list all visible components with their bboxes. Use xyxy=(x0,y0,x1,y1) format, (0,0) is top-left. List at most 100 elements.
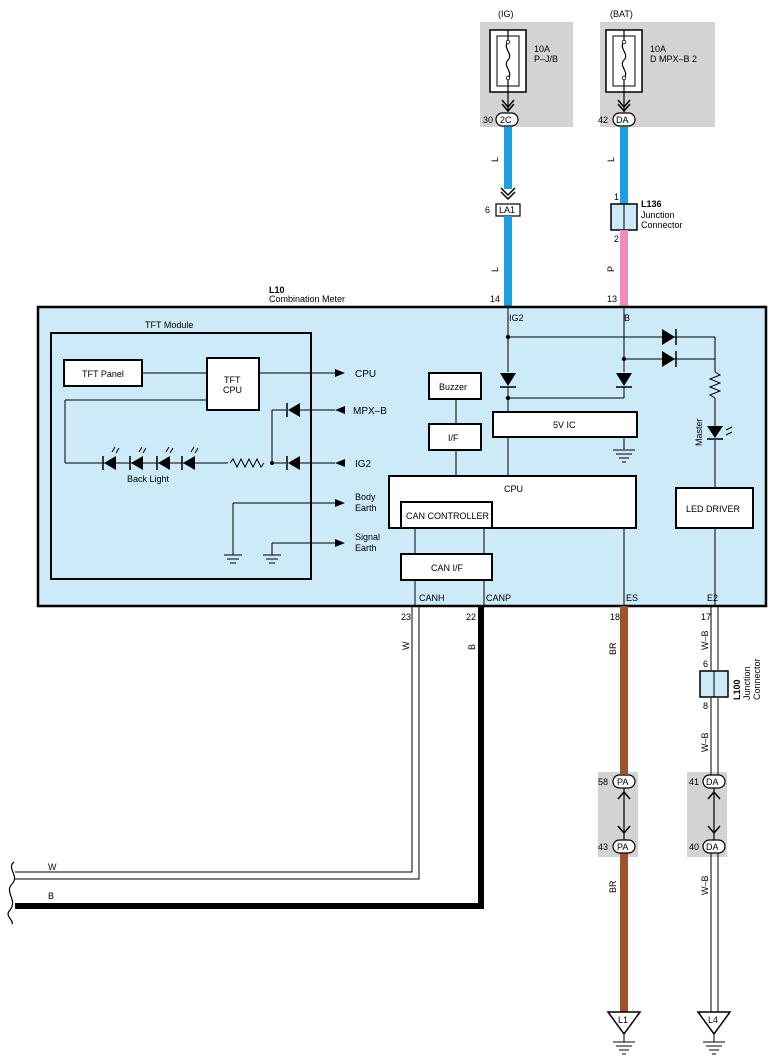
if-box xyxy=(428,423,482,451)
terminal-ig2: IG2 xyxy=(509,313,524,323)
wire-es-upper xyxy=(620,606,628,774)
out-ig2-label: IG2 xyxy=(355,459,372,470)
connector-l136-name-1: Junction xyxy=(641,210,675,220)
tft-cpu-box xyxy=(206,357,260,411)
meter-pin-es: 18 xyxy=(610,612,620,622)
arrow-left-icon xyxy=(335,459,345,467)
wire-es-color-2: BR xyxy=(608,880,618,893)
connector-da-bottom-label: DA xyxy=(706,842,719,852)
cpu-label: CPU xyxy=(504,484,523,494)
connector-pa-top-label: PA xyxy=(617,777,628,787)
tft-module-box xyxy=(50,332,312,580)
connector-da-top-label: DA xyxy=(706,777,719,787)
connector-da-bat xyxy=(612,112,636,127)
wire-ig-color-1: L xyxy=(490,157,500,162)
connector-la1-label: LA1 xyxy=(499,205,515,215)
connector-pa-bottom-label: PA xyxy=(617,842,628,852)
wire-canp xyxy=(15,606,484,909)
fuse-ig-name: P–J/B xyxy=(534,54,558,64)
diode-ig2-internal-icon xyxy=(500,373,516,386)
wire-break-icon xyxy=(7,861,16,925)
arrow-down-icon xyxy=(501,103,515,113)
diode-upper-icon xyxy=(662,329,675,345)
diode-lower-icon xyxy=(662,351,675,367)
wire-bat-color-1: L xyxy=(606,157,616,162)
ground-icon xyxy=(613,449,635,463)
tft-module: TFT Module TFT Panel TFT CPU CPU xyxy=(50,320,387,580)
can-if-label: CAN I/F xyxy=(431,563,464,573)
connector-2c xyxy=(495,112,519,127)
meter-pin-canh: 23 xyxy=(401,612,411,622)
connector-pa-bottom-pin: 43 xyxy=(598,842,608,852)
master-label: Master xyxy=(694,418,704,446)
signal-earth-label-2: Earth xyxy=(355,543,377,553)
connector-l100-id: L100 xyxy=(732,679,742,700)
arrow-right-icon xyxy=(335,539,345,547)
connector-da-bat-label: DA xyxy=(616,115,629,125)
fuse-ig-rating: 10A xyxy=(534,44,550,54)
wire-e2-color-2: W–B xyxy=(700,732,710,752)
wire-e2-color-3: W–B xyxy=(700,875,710,895)
ground-icon xyxy=(224,554,242,564)
master-led-icon xyxy=(707,426,723,438)
meter-pin-b: 13 xyxy=(607,294,617,304)
arrow-down-icon xyxy=(617,825,631,835)
wire-canh xyxy=(15,606,420,880)
led-driver-label: LED DRIVER xyxy=(686,504,741,514)
led-driver-box xyxy=(675,487,754,529)
connector-2c-pin: 30 xyxy=(483,115,493,125)
diode-ig2-icon xyxy=(288,456,300,470)
ground-icon xyxy=(263,554,281,564)
ground-icon xyxy=(703,1041,725,1055)
terminal-canh: CANH xyxy=(419,593,445,603)
tft-module-label: TFT Module xyxy=(145,320,193,330)
connector-da-bat-pin: 42 xyxy=(598,115,608,125)
wire-bat: 1 2 L136 Junction Connector L P 13 xyxy=(606,127,683,307)
buzzer-label: Buzzer xyxy=(439,382,467,392)
terminal-b: B xyxy=(624,313,630,323)
connector-l100-pin-bottom: 8 xyxy=(703,701,708,711)
connector-l136-pin-bottom: 2 xyxy=(614,234,619,244)
meter-name: Combination Meter xyxy=(269,294,345,304)
connector-la1-pin: 6 xyxy=(485,205,490,215)
connector-l136-name-2: Connector xyxy=(641,220,683,230)
arrow-up-icon xyxy=(617,790,631,800)
meter-pin-canp: 22 xyxy=(466,612,476,622)
meter-id: L10 xyxy=(269,285,285,295)
out-cpu-label: CPU xyxy=(355,369,376,380)
connector-l100-name-2: Connector xyxy=(752,658,762,700)
buzzer-box xyxy=(428,372,482,400)
body-earth-label-1: Body xyxy=(355,492,376,502)
backlight-led-icon xyxy=(181,446,199,470)
connector-da-bottom xyxy=(702,839,726,854)
meter-pin-ig2: 14 xyxy=(490,294,500,304)
connector-da-bottom-pin: 40 xyxy=(689,842,699,852)
wire-ig-color-2: L xyxy=(490,267,500,272)
connector-da-top-pin: 41 xyxy=(689,777,699,787)
fuse-bat-rating: 10A xyxy=(650,44,666,54)
signal-earth-label-1: Signal xyxy=(355,532,380,542)
out-mpxb-label: MPX–B xyxy=(353,406,387,417)
wire-canp-color: B xyxy=(467,644,477,650)
resistor-master-icon xyxy=(708,371,722,399)
connector-pa-bottom xyxy=(612,839,636,854)
backlight-led-icon xyxy=(156,446,174,470)
backlight-led-icon xyxy=(102,446,120,470)
fuse-bat-element-icon xyxy=(621,30,627,92)
arrow-down-icon xyxy=(617,103,631,113)
fuse-ig-element-icon xyxy=(505,30,511,92)
tft-panel-label: TFT Panel xyxy=(82,369,124,379)
fuse-ig: (IG) 10A P–J/B 2C 30 xyxy=(480,9,573,127)
terminal-e2: E2 xyxy=(707,593,718,603)
ground-l1-label: L1 xyxy=(618,1015,628,1025)
can-controller-label: CAN CONTROLLER xyxy=(406,511,490,521)
ground-l4-label: L4 xyxy=(708,1015,718,1025)
tft-cpu-label-1: TFT xyxy=(224,375,241,385)
back-light-label: Back Light xyxy=(127,474,170,484)
fuse-ig-source: (IG) xyxy=(498,9,514,19)
if-label: I/F xyxy=(448,433,459,443)
wire-e2-color-1: W–B xyxy=(700,630,710,650)
bus-b-label: B xyxy=(48,891,54,901)
fuse-bat: (BAT) 10A D MPX–B 2 DA 42 xyxy=(598,9,715,127)
